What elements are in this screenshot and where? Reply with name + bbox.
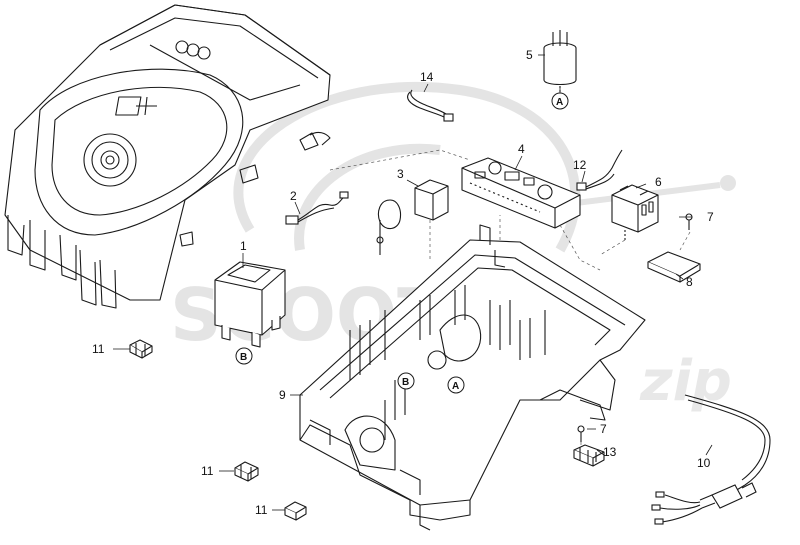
svg-text:B: B [240,352,247,363]
callout-5: 5 [526,48,533,62]
part-13-terminal [573,444,605,467]
callout-2: 2 [290,189,297,203]
tag-a-tray: A [447,376,465,394]
callout-3: 3 [397,167,404,181]
callout-labels: 1 2 3 4 5 6 7 8 9 10 11 11 11 12 13 14 7 [92,48,714,517]
upper-cover [4,4,331,309]
callout-11-left: 11 [92,342,105,356]
watermark-swoosh [233,81,581,253]
watermark-dot [720,175,736,191]
callout-7-upper: 7 [707,210,714,224]
part-4-circuit-board [461,157,581,229]
part-10-cable [651,394,771,525]
tag-b-transformer: B [235,347,253,365]
part-11-clip-b [234,461,259,482]
callout-4: 4 [518,142,525,156]
callout-13: 13 [603,445,617,459]
callout-11-bottom: 11 [255,503,268,517]
leader-lines [113,54,713,511]
part-2-wire [285,191,349,225]
callout-9: 9 [279,388,286,402]
assembly-lines [329,149,691,448]
svg-text:A: A [556,97,563,108]
callout-12: 12 [573,158,587,172]
part-7-screw [685,213,693,230]
callout-6: 6 [655,175,662,189]
callout-7-lower: 7 [600,422,607,436]
part-14-wire [407,89,454,122]
part-12-connector [576,149,623,191]
tag-b-tray: B [397,372,415,390]
part-11-clip-a [129,339,153,359]
watermark-suffix: zip [639,349,732,414]
callout-11-middle: 11 [201,464,214,478]
callout-10: 10 [697,456,711,470]
part-7-screw-lower [577,425,585,442]
svg-text:B: B [402,377,409,388]
part-9-lower-housing [299,224,646,531]
tag-a-capacitor: A [551,92,569,110]
part-5-capacitor [543,30,577,94]
part-1-transformer [214,261,286,348]
part-3-component [376,179,449,255]
reference-tags: A A B B [235,92,569,394]
callout-14: 14 [420,70,434,84]
part-11-clip-c [284,501,307,521]
watermark-swoosh-inner [294,143,441,251]
callout-1: 1 [240,239,247,253]
part-8-rail [647,251,701,283]
svg-text:A: A [452,381,459,392]
part-6-relay [611,184,659,242]
callout-8: 8 [686,275,693,289]
